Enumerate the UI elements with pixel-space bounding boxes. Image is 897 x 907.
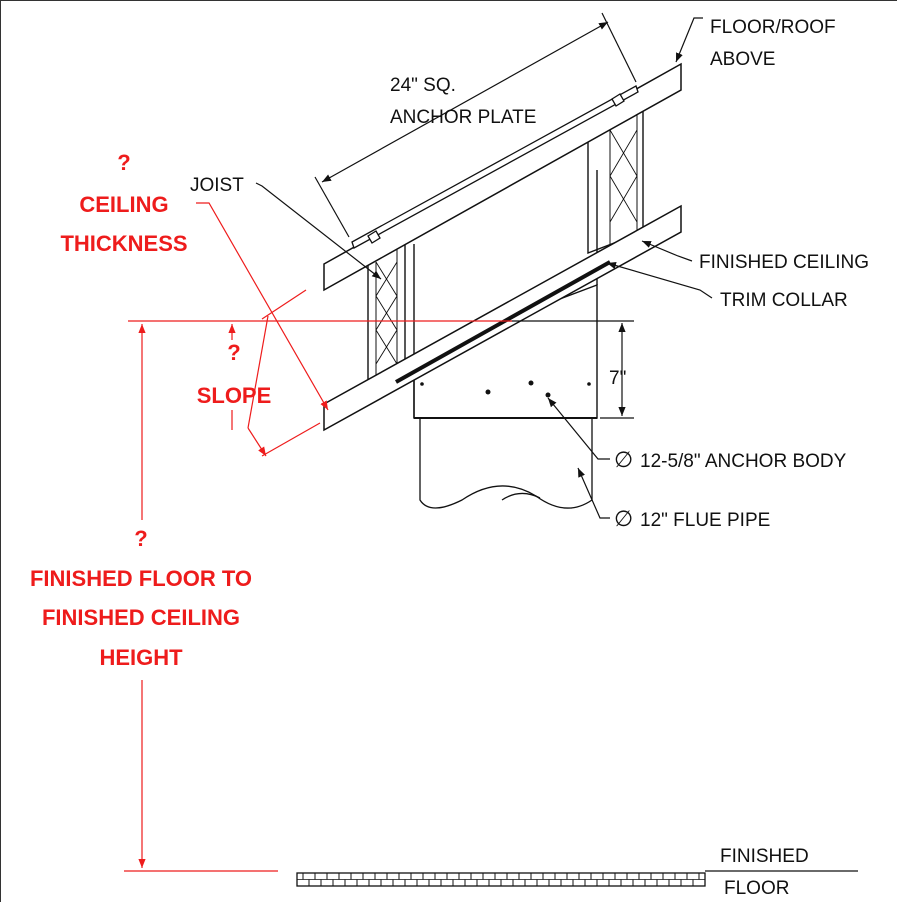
height-label-line2: FINISHED CEILING: [42, 605, 240, 630]
flue-pipe-label: 12" FLUE PIPE: [640, 510, 770, 531]
ceiling-thickness-arrow: [247, 427, 267, 457]
joist-left: [367, 242, 406, 386]
trim-collar: [395, 260, 611, 384]
ceiling-thickness-ext-top: [261, 289, 307, 320]
joist-label: JOIST: [190, 175, 244, 196]
anchor-plate-dimension: [314, 12, 637, 238]
joist-leader: [255, 182, 382, 280]
anchor-body-label: 12-5/8" ANCHOR BODY: [640, 451, 847, 472]
ceiling-thickness-label-line2: THICKNESS: [60, 231, 187, 256]
red-dimensions: [124, 202, 512, 872]
anchor-body-leader: [547, 397, 610, 460]
floor-roof-label-line2: ABOVE: [710, 49, 775, 70]
diameter-symbol-icon-2: ∅: [614, 506, 633, 531]
finished-floor-label-line1: FINISHED: [720, 846, 809, 867]
slope-question: ?: [227, 340, 240, 365]
diameter-symbol-icon: ∅: [614, 447, 633, 472]
slope-label: SLOPE: [197, 383, 272, 408]
anchor-plate-label-line1: 24" SQ.: [390, 75, 456, 96]
finished-ceiling-label: FINISHED CEILING: [699, 252, 869, 273]
finished-floor-slab: [296, 870, 858, 887]
flue-pipe: [419, 418, 593, 509]
anchor-body-rivets: [420, 380, 591, 398]
height-label-line3: HEIGHT: [99, 645, 183, 670]
anchor-plate-label-line2: ANCHOR PLATE: [390, 107, 536, 128]
collar-height-dimension: [506, 320, 634, 419]
floor-roof-leader: [675, 17, 703, 63]
ceiling-thickness-span: [247, 315, 269, 429]
ceiling-thickness-ext-bottom: [261, 422, 321, 457]
height-label-line1: FINISHED FLOOR TO: [30, 566, 252, 591]
finished-ceiling-leader: [641, 240, 693, 262]
ceiling-thickness-leader: [196, 202, 329, 411]
ceiling-thickness-question: ?: [117, 150, 130, 175]
height-question: ?: [134, 526, 147, 551]
floor-roof-label-line1: FLOOR/ROOF: [710, 17, 836, 38]
finished-floor-label-line2: FLOOR: [724, 878, 789, 899]
flue-pipe-leader: [577, 467, 610, 519]
collar-dimension-label: 7": [609, 368, 626, 389]
trim-collar-label: TRIM COLLAR: [720, 290, 848, 311]
trim-collar-leader: [606, 262, 713, 299]
leader-lines: [255, 17, 713, 519]
ceiling-thickness-label-line1: CEILING: [79, 192, 168, 217]
